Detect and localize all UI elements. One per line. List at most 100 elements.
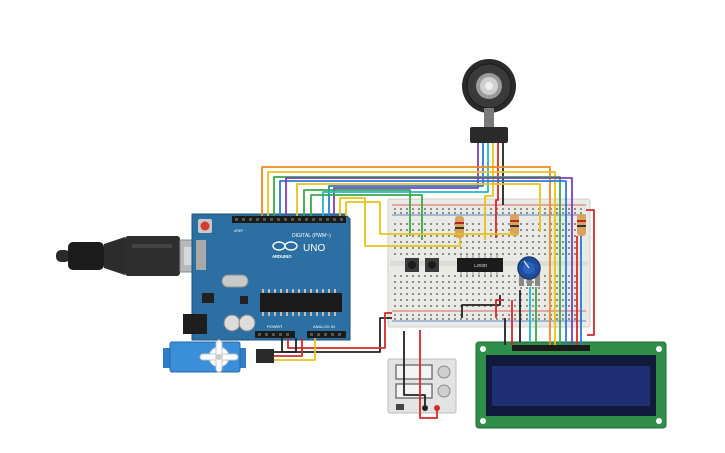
breadboard-hole (460, 305, 462, 307)
breadboard-hole (442, 212, 444, 214)
breadboard-hole (418, 247, 420, 249)
breadboard-hole (472, 223, 474, 225)
breadboard-hole (490, 247, 492, 249)
breadboard-hole (430, 305, 432, 307)
breadboard-hole (544, 299, 546, 301)
breadboard-hole (502, 293, 504, 295)
breadboard-hole (490, 293, 492, 295)
breadboard-hole (502, 212, 504, 214)
breadboard-hole (556, 305, 558, 307)
terminal-negative[interactable] (422, 405, 428, 411)
breadboard-hole (502, 235, 504, 237)
breadboard-hole (496, 293, 498, 295)
breadboard-hole (532, 299, 534, 301)
breadboard-hole (544, 287, 546, 289)
breadboard-hole (472, 212, 474, 214)
breadboard-hole (484, 314, 486, 316)
breadboard-hole (514, 287, 516, 289)
breadboard-hole (574, 212, 576, 214)
breadboard-hole (514, 247, 516, 249)
breadboard-hole (544, 235, 546, 237)
breadboard-hole (556, 208, 558, 210)
digital-pin-header[interactable] (232, 216, 346, 223)
power-supply[interactable] (387, 358, 457, 414)
digital-header-label: DIGITAL (PWM~) (292, 233, 331, 239)
breadboard-hole (430, 241, 432, 243)
servo-motor[interactable] (163, 339, 274, 373)
breadboard-hole (532, 223, 534, 225)
breadboard-hole (508, 314, 510, 316)
breadboard-hole (460, 275, 462, 277)
breadboard-hole (406, 287, 408, 289)
capacitor-1 (223, 314, 241, 332)
breadboard-hole (442, 305, 444, 307)
arduino-uno-board[interactable]: AREF DIGITAL (PWM~) ARDUINO UNO POWER AN… (183, 213, 351, 341)
breadboard-hole (508, 287, 510, 289)
rotary-encoder[interactable] (462, 59, 516, 143)
breadboard-hole (466, 287, 468, 289)
breadboard-hole (574, 314, 576, 316)
breadboard-hole (544, 275, 546, 277)
breadboard-hole (496, 287, 498, 289)
breadboard-hole (580, 208, 582, 210)
breadboard-hole (412, 235, 414, 237)
breadboard-hole (412, 247, 414, 249)
terminal-positive[interactable] (434, 405, 440, 411)
breadboard-hole (436, 305, 438, 307)
breadboard-hole (514, 299, 516, 301)
breadboard-hole (526, 223, 528, 225)
breadboard-hole (478, 305, 480, 307)
breadboard-hole (448, 247, 450, 249)
supply-switch[interactable] (396, 404, 404, 410)
breadboard-hole (484, 253, 486, 255)
breadboard-hole (568, 275, 570, 277)
breadboard-hole (418, 314, 420, 316)
breadboard-hole (424, 229, 426, 231)
breadboard-hole (574, 253, 576, 255)
breadboard-hole (550, 208, 552, 210)
breadboard-hole (412, 241, 414, 243)
lcd-display[interactable] (475, 341, 667, 429)
breadboard-hole (532, 281, 534, 283)
breadboard-hole (418, 293, 420, 295)
breadboard-hole (430, 293, 432, 295)
breadboard-hole (478, 253, 480, 255)
breadboard-hole (406, 241, 408, 243)
breadboard-hole (502, 253, 504, 255)
breadboard-hole (544, 314, 546, 316)
breadboard-hole (400, 247, 402, 249)
breadboard-hole (490, 281, 492, 283)
breadboard-hole (418, 253, 420, 255)
breadboard-hole (496, 223, 498, 225)
potentiometer[interactable] (517, 256, 541, 286)
breadboard-hole (514, 305, 516, 307)
breadboard-hole (514, 208, 516, 210)
breadboard-hole (556, 318, 558, 320)
breadboard-hole (442, 253, 444, 255)
wires (261, 143, 595, 419)
breadboard-hole (538, 293, 540, 295)
breadboard-hole (574, 241, 576, 243)
breadboard-hole (466, 305, 468, 307)
supply-knob-2[interactable] (437, 384, 451, 398)
breadboard-hole (400, 281, 402, 283)
breadboard-hole (556, 229, 558, 231)
supply-knob-1[interactable] (437, 365, 451, 379)
capacitor-2 (238, 314, 256, 332)
breadboard-hole (406, 223, 408, 225)
motor-driver-ic: L293D (457, 255, 503, 275)
breadboard-hole (460, 318, 462, 320)
breadboard-hole (406, 314, 408, 316)
breadboard-hole (526, 253, 528, 255)
breadboard-hole (436, 241, 438, 243)
breadboard-hole (436, 208, 438, 210)
breadboard-hole (424, 293, 426, 295)
breadboard-hole (472, 299, 474, 301)
breadboard-hole (508, 299, 510, 301)
breadboard-hole (418, 235, 420, 237)
breadboard-hole (568, 305, 570, 307)
breadboard-hole (400, 275, 402, 277)
breadboard-hole (448, 229, 450, 231)
breadboard-hole (562, 253, 564, 255)
breadboard-hole (394, 253, 396, 255)
